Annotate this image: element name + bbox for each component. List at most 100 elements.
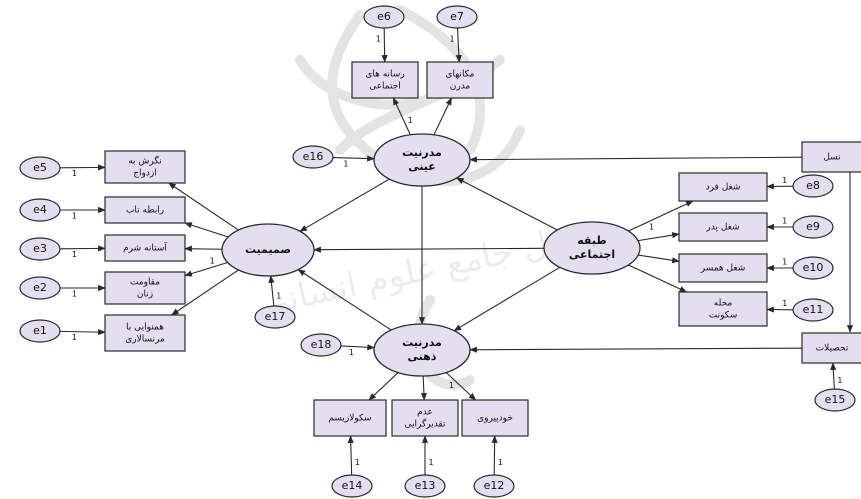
path-coefficient: 1: [498, 458, 503, 467]
observed-b-e6-label-2: اجتماعی: [369, 82, 401, 92]
path-arrow-e16-to-l-obj: [332, 155, 375, 162]
latent-int: صمیمیت: [221, 223, 315, 277]
path-coefficient: 1: [782, 299, 787, 308]
observed-b-e5-label-2: ازدواج: [133, 169, 157, 179]
path-arrow-e12-to-b-e12: [491, 435, 498, 476]
latent-cls-label-1: طبقه: [577, 234, 606, 247]
path-arrow-l-obj-to-b-e6: [392, 97, 411, 136]
observed-b-e14-label-1: سکولاریسم: [328, 414, 371, 424]
path-arrow-l-int-to-b-e2: [184, 261, 228, 277]
error-node-e17: e17: [254, 305, 296, 329]
observed-b-e13-label-1: عدم: [417, 408, 433, 418]
path-edges: [59, 27, 854, 476]
path-arrow-e15-to-tahs: [830, 362, 837, 390]
error-node-e2-label-1: e2: [33, 281, 47, 294]
path-coefficient: 1: [210, 256, 215, 265]
error-node-e11: e11: [792, 298, 834, 322]
path-coefficient: 1: [72, 333, 77, 342]
path-coefficient: 1: [649, 222, 654, 231]
latent-sub-label-2: ذهنی: [408, 350, 437, 363]
error-node-e6: e6: [363, 5, 405, 29]
observed-b-e5-label-1: نگرش به: [128, 155, 162, 167]
observed-b-e12-label-1: خودپیروی: [477, 414, 513, 424]
path-coefficient: 1: [449, 381, 454, 390]
path-coefficient: 1: [782, 176, 787, 185]
path-arrow-e1-to-b-e1: [59, 329, 106, 336]
path-arrow-l-cls-to-b-e8: [628, 200, 694, 232]
observed-b-e6: رسانه های اجتماعی: [351, 61, 419, 99]
observed-b-e11-label-1: محله: [714, 299, 733, 309]
error-node-e7: e7: [436, 5, 478, 29]
observed-b-e8: شغل فرد: [678, 172, 768, 202]
observed-b-e3-label-1: آستانه شرم: [123, 242, 167, 254]
error-node-e18: e18: [300, 333, 342, 357]
error-node-e4: e4: [19, 198, 61, 222]
error-node-e11-label-1: e11: [803, 303, 824, 316]
path-coefficient: 1: [428, 458, 433, 467]
error-node-e3-label-1: e3: [33, 242, 47, 255]
path-arrow-l-cls-to-l-sub: [453, 266, 561, 332]
latent-sub-label-1: مدرنیت: [402, 336, 442, 349]
error-node-e12-label-1: e12: [484, 479, 505, 492]
error-node-e5: e5: [19, 156, 61, 180]
observed-nasl: نسل: [801, 141, 861, 173]
observed-b-e12: خودپیروی: [461, 399, 529, 437]
error-node-e10-label-1: e10: [803, 261, 824, 274]
observed-b-e1-label-2: مرنسالاری: [125, 335, 165, 345]
observed-tahs: تحصیلات: [801, 332, 861, 364]
error-node-e15: e15: [814, 388, 856, 412]
path-arrow-nasl-to-l-obj: [469, 156, 803, 163]
observed-b-e2-label-1: مقاومت: [130, 278, 160, 288]
error-node-e16-label-1: e16: [303, 150, 324, 163]
observed-b-e9: شغل پدر: [678, 212, 768, 242]
path-coefficient: 1: [72, 250, 77, 259]
error-node-e9-label-1: e9: [806, 220, 820, 233]
observed-b-e14: سکولاریسم: [313, 399, 387, 437]
observed-b-e9-label-1: شغل پدر: [705, 223, 739, 233]
observed-b-e13-label-2: تقدیرگرایی: [404, 418, 446, 430]
error-node-e16: e16: [292, 145, 334, 169]
error-node-e8: e8: [792, 174, 834, 198]
path-arrow-l-cls-to-b-e9: [637, 232, 680, 242]
path-arrow-tahs-to-l-sub: [469, 346, 803, 353]
error-node-e7-label-1: e7: [450, 10, 464, 23]
observed-b-e4-label-1: رابطه تاب: [126, 206, 164, 216]
path-arrow-l-sub-to-l-int: [297, 269, 392, 331]
error-node-e18-label-1: e18: [311, 338, 332, 351]
path-coefficient: 1: [72, 169, 77, 178]
observed-b-e8-label-1: شغل فرد: [706, 183, 741, 193]
path-arrow-e14-to-b-e14: [347, 435, 354, 476]
observed-b-e5: نگرش به ازدواج: [104, 150, 186, 184]
path-coefficient: 1: [276, 291, 281, 300]
error-node-e6-label-1: e6: [377, 10, 391, 23]
path-arrow-l-obj-to-l-int: [299, 178, 390, 232]
path-coefficient: 1: [72, 212, 77, 221]
error-node-e15-label-1: e15: [825, 393, 846, 406]
observed-nasl-label-1: نسل: [823, 153, 840, 163]
path-arrow-l-sub-to-b-e13: [420, 375, 427, 401]
observed-b-e3: آستانه شرم: [104, 234, 186, 262]
path-coefficient: 1: [782, 217, 787, 226]
error-node-e5-label-1: e5: [33, 161, 47, 174]
path-coefficient: 1: [837, 376, 842, 385]
path-coefficient: 1: [349, 348, 354, 357]
observed-tahs-label-1: تحصیلات: [816, 344, 849, 354]
path-arrow-l-sub-to-b-e14: [368, 372, 399, 401]
latent-obj-label-2: عینی: [408, 160, 436, 173]
path-arrow-e6-to-b-e6: [381, 27, 388, 63]
path-arrow-l-cls-to-b-e10: [638, 254, 680, 264]
path-arrow-l-cls-to-l-obj: [456, 177, 558, 231]
observed-b-e6-label-1: رسانه های: [365, 70, 404, 80]
path-coefficient: 1: [355, 458, 360, 467]
path-arrow-l-cls-to-l-int: [313, 246, 545, 253]
error-node-e12: e12: [473, 474, 515, 498]
path-arrow-l-int-to-b-e3: [184, 245, 223, 252]
